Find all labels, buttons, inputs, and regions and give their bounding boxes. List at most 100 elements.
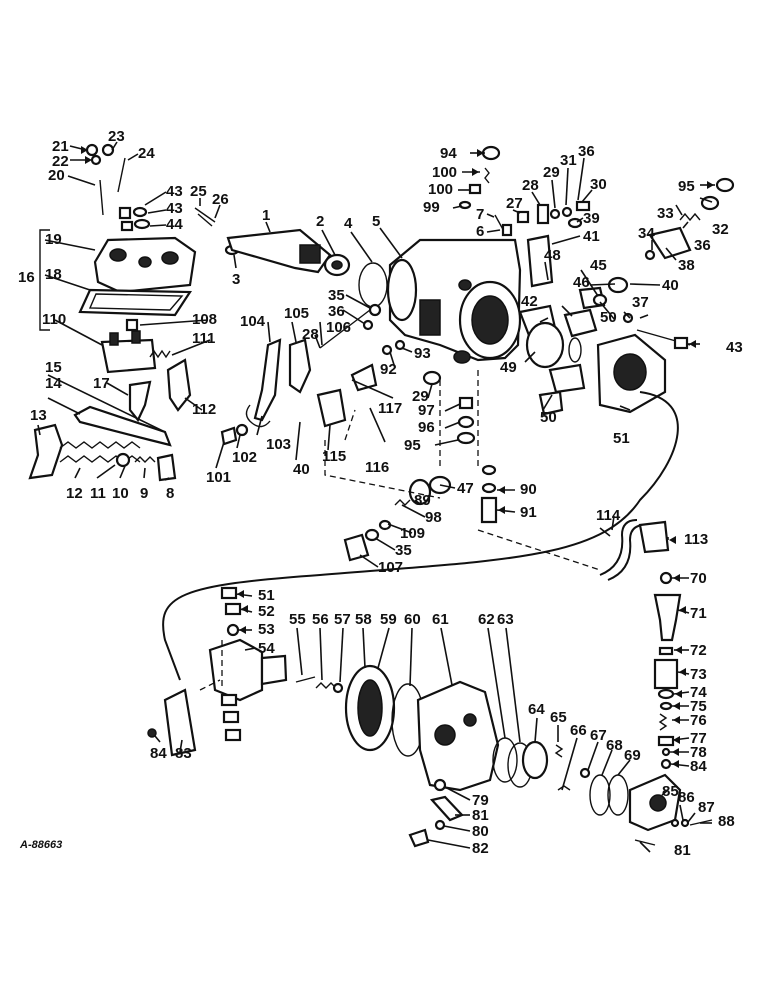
callout-120: 113 bbox=[684, 531, 708, 548]
callout-72: 67 bbox=[590, 727, 607, 744]
callout-83: 78 bbox=[690, 744, 707, 761]
callout-47: 43 bbox=[166, 200, 183, 217]
callout-28-mid: 28 bbox=[302, 326, 319, 343]
callout-88: 83 bbox=[175, 745, 192, 762]
callout-117: 110 bbox=[42, 311, 66, 328]
callout-63: 58 bbox=[355, 611, 372, 628]
callout-9: 9 bbox=[140, 485, 148, 502]
callout-18: 18 bbox=[45, 266, 62, 283]
callout-115: 108 bbox=[192, 311, 217, 328]
callout-53: 50 bbox=[600, 309, 617, 326]
callout-92: 86 bbox=[678, 789, 695, 806]
callout-45: 42 bbox=[521, 293, 538, 310]
callout-7: 7 bbox=[476, 206, 484, 223]
part-drawings bbox=[28, 143, 735, 848]
callout-24: 24 bbox=[138, 145, 155, 162]
callout-12: 12 bbox=[66, 485, 83, 502]
callout-90: 84 bbox=[690, 758, 707, 775]
callout-1: 1 bbox=[262, 207, 270, 224]
callout-51: 48 bbox=[544, 247, 561, 264]
callout-37: 35 bbox=[328, 287, 345, 304]
callout-labels: 21 22 23 24 20 43 43 44 25 26 19 16 18 1… bbox=[18, 128, 743, 859]
callout-121: 114 bbox=[596, 507, 621, 524]
callout-97: 91 bbox=[520, 504, 537, 521]
callout-10: 10 bbox=[112, 485, 129, 502]
callout-81: 76 bbox=[690, 712, 707, 729]
callout-65: 60 bbox=[404, 611, 421, 628]
callout-106: 100 bbox=[428, 181, 453, 198]
callout-16: 16 bbox=[18, 269, 35, 286]
callout-113: 106 bbox=[326, 319, 351, 336]
callout-29-mid: 29 bbox=[412, 388, 429, 405]
connection-lines bbox=[39, 229, 679, 691]
callout-64: 59 bbox=[380, 611, 397, 628]
drawing-number: A-88663 bbox=[19, 839, 62, 851]
callout-79: 74 bbox=[690, 684, 707, 701]
callout-31: 31 bbox=[560, 152, 577, 169]
callout-43-mid: 40 bbox=[293, 461, 310, 478]
callout-96: 90 bbox=[520, 481, 537, 498]
callout-111: 104 bbox=[240, 313, 266, 330]
callout-29-top: 29 bbox=[543, 164, 560, 181]
callout-50-top: 46 bbox=[573, 274, 590, 291]
callout-94: 88 bbox=[718, 813, 735, 830]
callout-44: 41 bbox=[583, 228, 600, 245]
callout-70: 65 bbox=[550, 709, 567, 726]
callout-76: 71 bbox=[690, 605, 707, 622]
callout-2: 2 bbox=[316, 213, 324, 230]
callout-80: 75 bbox=[690, 698, 707, 715]
callout-78: 73 bbox=[690, 666, 707, 683]
callout-58: 53 bbox=[258, 621, 275, 638]
callout-98: 92 bbox=[380, 361, 397, 378]
callout-19: 19 bbox=[45, 231, 62, 248]
callout-20: 20 bbox=[48, 167, 65, 184]
callout-26: 26 bbox=[212, 191, 229, 208]
callout-55: 51 bbox=[613, 430, 630, 447]
arrow-heads bbox=[81, 146, 714, 768]
callout-69: 64 bbox=[528, 701, 545, 718]
callout-43-top: 39 bbox=[583, 210, 600, 227]
callout-112: 105 bbox=[284, 305, 309, 322]
callout-22: 22 bbox=[52, 153, 69, 170]
callout-38: 36 bbox=[328, 303, 345, 320]
callout-68: 63 bbox=[497, 611, 514, 628]
callout-4: 4 bbox=[344, 215, 353, 232]
callout-28-top: 28 bbox=[522, 177, 539, 194]
callout-103: 97 bbox=[418, 402, 435, 419]
callout-50-mid: 47 bbox=[457, 480, 474, 497]
callout-100-right: 95 bbox=[678, 178, 695, 195]
callout-8: 8 bbox=[166, 485, 174, 502]
callout-116: 109 bbox=[400, 525, 425, 542]
callout-87: 82 bbox=[472, 840, 489, 857]
callout-74: 69 bbox=[624, 747, 641, 764]
callout-25: 25 bbox=[190, 183, 207, 200]
callout-15: 15 bbox=[45, 359, 62, 376]
callout-5: 5 bbox=[372, 213, 380, 230]
callout-3: 3 bbox=[232, 271, 240, 288]
callout-40: 37 bbox=[632, 294, 649, 311]
callout-71: 66 bbox=[570, 722, 587, 739]
callout-104: 98 bbox=[425, 509, 442, 526]
callout-95: 89 bbox=[414, 492, 431, 509]
callout-60: 55 bbox=[289, 611, 306, 628]
callout-73: 68 bbox=[606, 737, 623, 754]
callout-84-b: 80 bbox=[472, 823, 489, 840]
callout-23: 23 bbox=[108, 128, 125, 145]
callout-114: 107 bbox=[378, 559, 403, 576]
callout-39: 36 bbox=[578, 143, 595, 160]
callout-86: 81 bbox=[674, 842, 691, 859]
callout-122: 115 bbox=[322, 448, 346, 465]
callout-27: 27 bbox=[506, 195, 523, 212]
callout-36-mid: 35 bbox=[395, 542, 412, 559]
callout-46: 43 bbox=[166, 183, 183, 200]
callout-36-right: 34 bbox=[638, 225, 655, 242]
callout-67: 62 bbox=[478, 611, 495, 628]
callout-107: 100 bbox=[432, 164, 457, 181]
callout-75: 70 bbox=[690, 570, 707, 587]
callout-59: 54 bbox=[258, 640, 275, 657]
callout-14: 14 bbox=[45, 375, 62, 392]
callout-48: 44 bbox=[166, 216, 183, 233]
callout-89: 84 bbox=[150, 745, 167, 762]
callout-62: 57 bbox=[334, 611, 351, 628]
